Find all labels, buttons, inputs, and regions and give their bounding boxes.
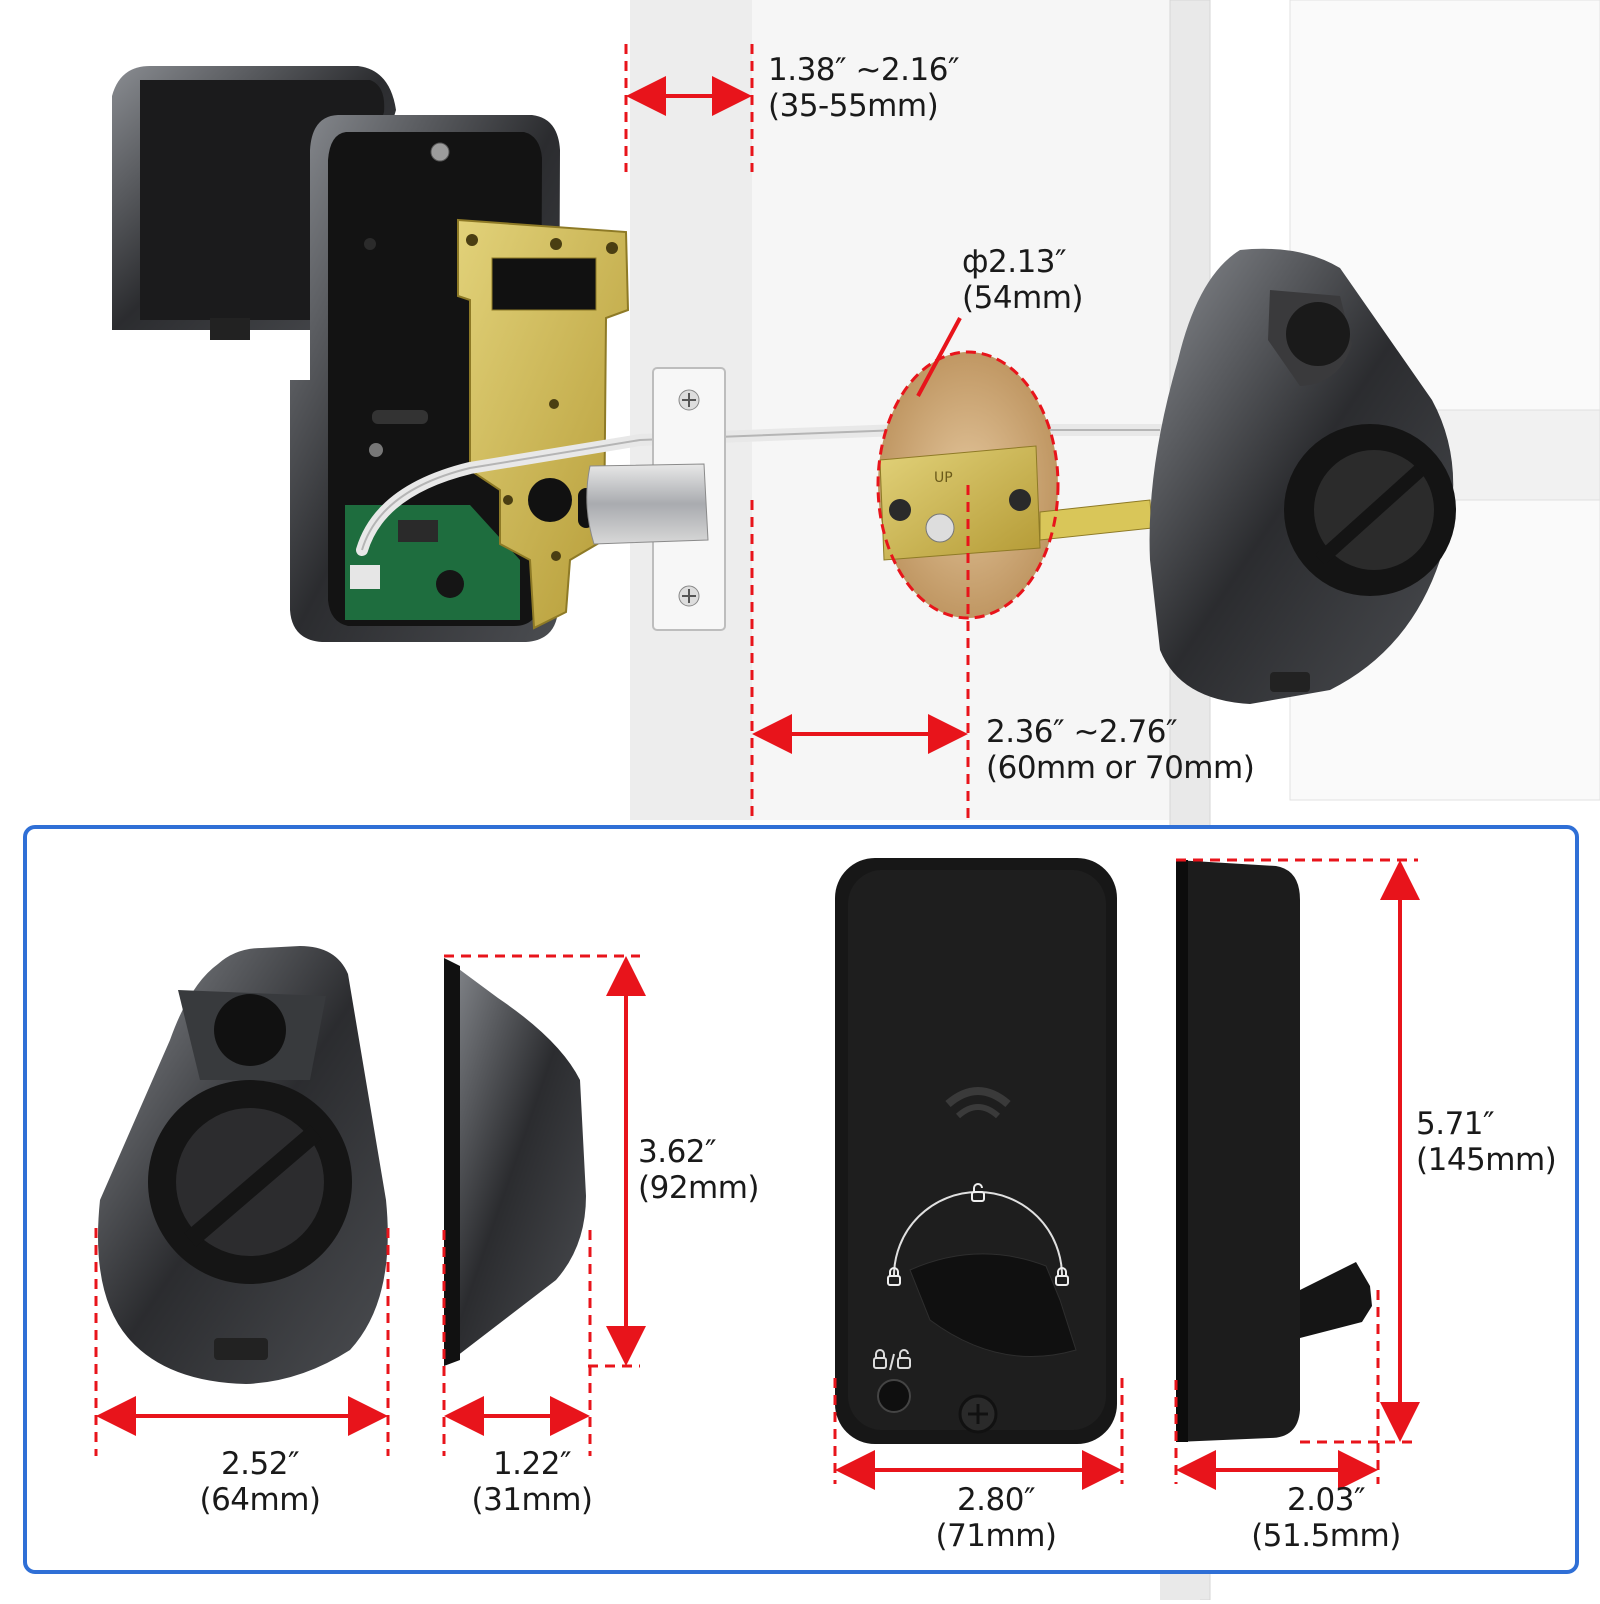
interior-height-mm: (145mm) (1416, 1142, 1557, 1178)
thumb-turn[interactable] (909, 1253, 1077, 1358)
panel-screw (430, 142, 450, 162)
exterior-width-inch: 2.52″ (220, 1446, 300, 1482)
dimension-lines (94, 44, 1420, 1490)
tailpiece-side (1300, 1262, 1372, 1338)
exterior-unit-perspective (1149, 248, 1456, 705)
strike-up-label: UP (934, 470, 953, 486)
backset-label: 2.36″ ~2.76″ (60mm or 70mm) (986, 714, 1255, 786)
exterior-keyhole-perspective (1286, 302, 1350, 366)
exterior-side-view (444, 958, 586, 1366)
bore-leader (916, 317, 962, 397)
lock-icon-right (1055, 1267, 1069, 1286)
exterior-height-inch: 3.62″ (638, 1134, 717, 1170)
backset-mm: (60mm or 70mm) (986, 750, 1255, 786)
interior-front-view (835, 858, 1117, 1444)
exterior-depth-label: 1.22″ (31mm) (432, 1446, 632, 1518)
door-thickness-label: 1.38″ ~2.16″ (35-55mm) (768, 52, 960, 124)
unlock-icon-top (971, 1183, 985, 1202)
exterior-front-view (98, 946, 388, 1384)
interior-depth-label: 2.03″ (51.5mm) (1216, 1482, 1436, 1554)
latch-assembly (586, 367, 726, 631)
exterior-depth-mm: (31mm) (471, 1482, 593, 1518)
lock-icon-left (887, 1267, 901, 1286)
bore-diameter-label: ф2.13″ (54mm) (962, 244, 1084, 316)
interior-width-label: 2.80″ (71mm) (896, 1482, 1096, 1554)
backset-inch: 2.36″ ~2.76″ (986, 714, 1178, 750)
interior-height-label: 5.71″ (145mm) (1416, 1106, 1557, 1178)
mounting-plate (457, 218, 630, 630)
exterior-width-mm: (64mm) (199, 1482, 321, 1518)
exterior-keyhole (214, 994, 286, 1066)
interior-width-mm: (71mm) (935, 1518, 1057, 1554)
bore-diameter-inch: ф2.13″ (962, 244, 1067, 280)
interior-width-inch: 2.80″ (956, 1482, 1036, 1518)
interior-side-view (1176, 860, 1372, 1442)
circuit-board (345, 505, 520, 620)
interior-height-inch: 5.71″ (1416, 1106, 1495, 1142)
interior-depth-mm: (51.5mm) (1251, 1518, 1401, 1554)
door-thickness-mm: (35-55mm) (768, 88, 939, 124)
exterior-depth-inch: 1.22″ (492, 1446, 572, 1482)
exterior-height-label: 3.62″ (92mm) (638, 1134, 760, 1206)
exterior-width-label: 2.52″ (64mm) (160, 1446, 360, 1518)
door-thickness-inch: 1.38″ ~2.16″ (768, 52, 960, 88)
lock-unlock-icon (873, 1349, 911, 1371)
interior-depth-inch: 2.03″ (1286, 1482, 1366, 1518)
bore-diameter-mm: (54mm) (962, 280, 1084, 316)
exterior-height-mm: (92mm) (638, 1170, 760, 1206)
latch-bolt (586, 463, 709, 545)
interior-button[interactable] (877, 1379, 911, 1413)
